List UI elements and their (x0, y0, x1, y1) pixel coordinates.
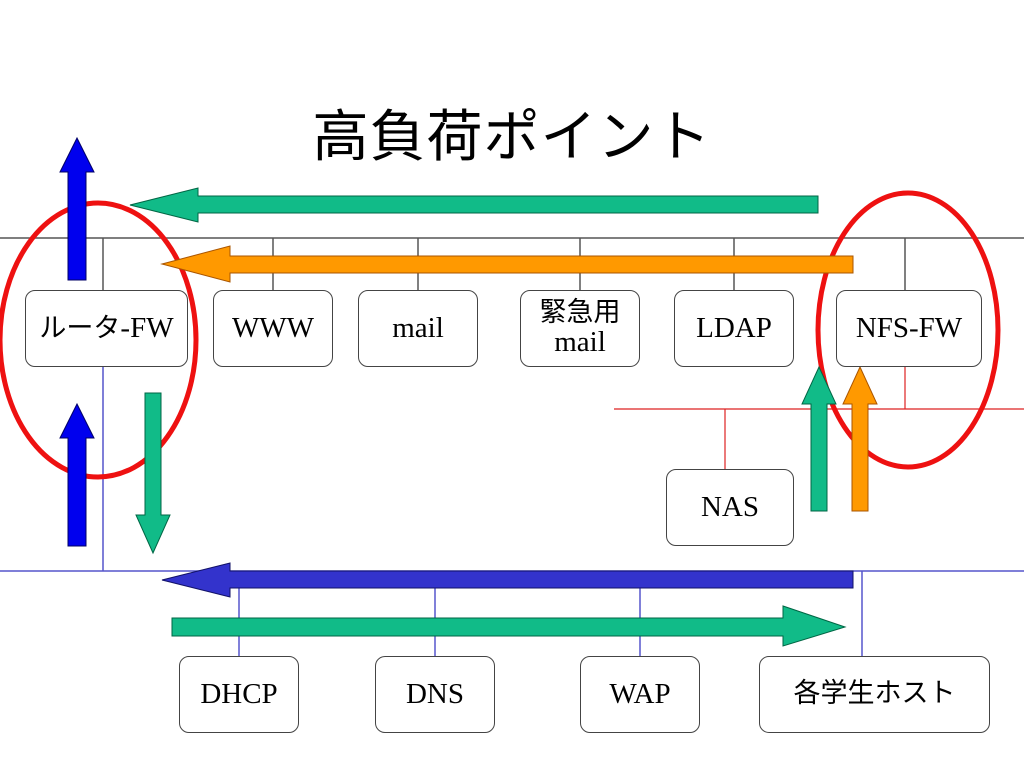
node-mail[interactable]: mail (358, 290, 478, 367)
arrow-green-down (135, 392, 171, 555)
node-dhcp-label: DHCP (200, 678, 278, 711)
node-ldap[interactable]: LDAP (674, 290, 794, 367)
node-router-fw[interactable]: ルータ-FW (25, 290, 188, 367)
arrow-orange-up-nfs (842, 365, 878, 512)
node-student-hosts-label: 各学生ホスト (793, 678, 956, 710)
node-wap-label: WAP (609, 678, 671, 711)
node-student-hosts[interactable]: 各学生ホスト (759, 656, 990, 733)
node-www[interactable]: WWW (213, 290, 333, 367)
node-emergency-mail[interactable]: 緊急用 mail (520, 290, 640, 367)
arrow-blue-up-bottom (59, 402, 95, 547)
arrow-orange-left (160, 245, 854, 283)
node-router-fw-label-en: -FW (120, 312, 174, 345)
node-nfs-fw[interactable]: NFS-FW (836, 290, 982, 367)
node-nfs-fw-label: NFS-FW (855, 312, 963, 345)
node-ldap-label: LDAP (696, 312, 772, 345)
arrow-blue-up-top (59, 136, 95, 281)
node-mail-label: mail (392, 312, 444, 345)
node-www-label: WWW (231, 312, 315, 345)
arrow-navy-left (161, 562, 854, 598)
node-nas-label: NAS (700, 491, 759, 524)
slide-title: 高負荷ポイント (312, 105, 712, 170)
node-dhcp[interactable]: DHCP (179, 656, 299, 733)
node-dns[interactable]: DNS (375, 656, 495, 733)
highlight-nfs-ellipse (815, 190, 1001, 470)
node-dns-label: DNS (405, 678, 464, 711)
arrow-green-up-nfs (801, 365, 837, 512)
node-emergency-mail-label-jp: 緊急用 (539, 297, 621, 329)
arrow-green-right (171, 605, 847, 647)
arrow-green-left-top (129, 187, 819, 223)
node-wap[interactable]: WAP (580, 656, 700, 733)
node-emergency-mail-label-en: mail (554, 326, 606, 359)
node-router-fw-label-jp: ルータ (39, 313, 121, 345)
highlight-router-ellipse (0, 200, 199, 480)
node-nas[interactable]: NAS (666, 469, 794, 546)
